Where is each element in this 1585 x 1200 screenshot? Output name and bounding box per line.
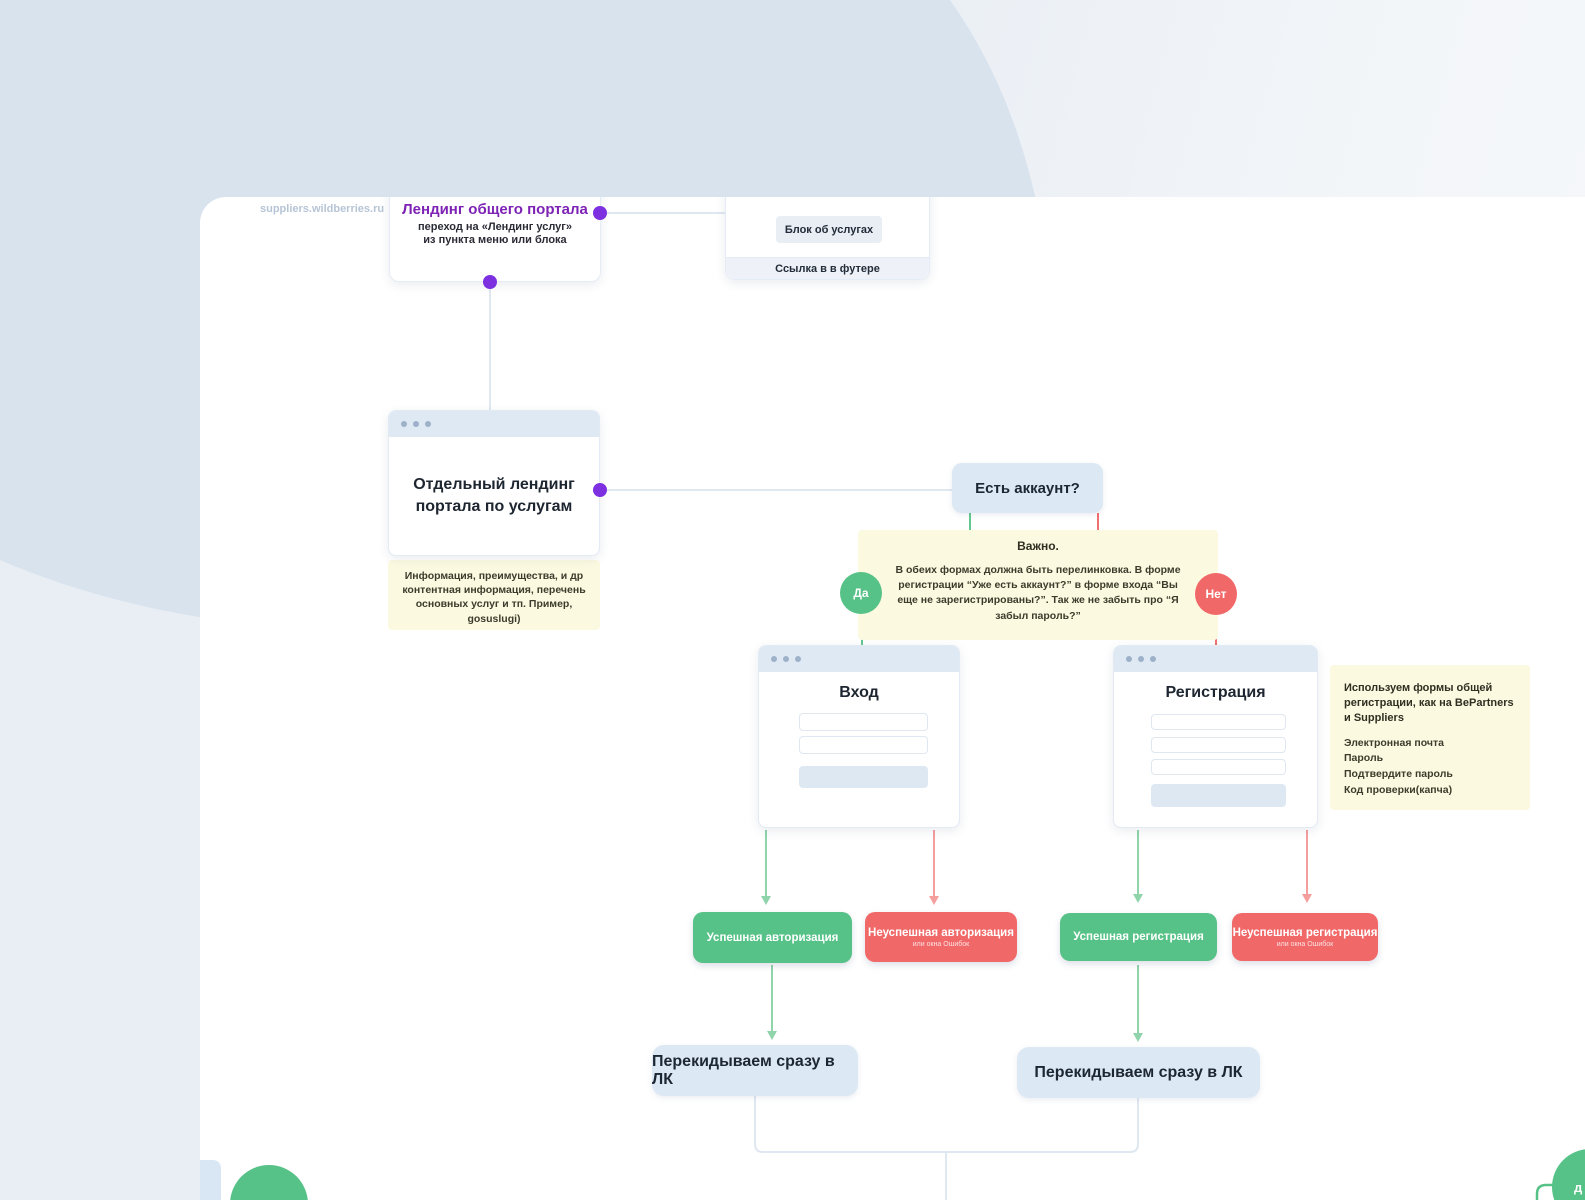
window-dot-icon [1126, 656, 1132, 662]
services-block-label: Блок об услугах [784, 223, 874, 236]
merge-connector [754, 1096, 1139, 1153]
window-header [759, 646, 959, 672]
canvas-board[interactable]: suppliers.wildberries.ru Лендинг общего … [200, 197, 1585, 1200]
arrow-register-fail-head [1302, 894, 1312, 903]
window-dot-icon [401, 421, 407, 427]
connection-dot-icon[interactable] [483, 275, 497, 289]
login-button-shape [799, 766, 928, 788]
auth-fail-label: Неуспешная авторизация [868, 926, 1014, 939]
note-forms-field: Пароль [1344, 752, 1384, 765]
reg-success-label: Успешная регистрация [1073, 931, 1204, 943]
yes-label: Да [853, 586, 869, 600]
services-landing-title-2: портала по услугам [415, 498, 573, 515]
node-login-window[interactable]: Вход [758, 645, 960, 828]
landing-main-title: Лендинг общего портала [402, 201, 588, 218]
window-dot-icon [1150, 656, 1156, 662]
login-window-title: Вход [839, 684, 879, 701]
register-window-title: Регистрация [1165, 684, 1266, 701]
services-landing-title-1: Отдельный лендинг [413, 476, 575, 494]
window-header [389, 411, 599, 437]
note-forms-heading: Используем формы общей регистрации, как … [1344, 682, 1514, 724]
connection-dot-icon[interactable] [593, 206, 607, 220]
arrow-regsuccess-to-lk-head [1133, 1033, 1143, 1042]
note-important-heading: Важно. [1017, 539, 1059, 553]
node-landing-main[interactable]: Лендинг общего портала переход на «Ленди… [389, 197, 601, 282]
branch-yes-badge[interactable]: Да [840, 572, 882, 614]
note-forms[interactable]: Используем формы общей регистрации, как … [1330, 665, 1530, 810]
note-important[interactable]: Важно. В обеих формах должна быть перели… [858, 530, 1218, 640]
arrow-login-success-head [761, 896, 771, 905]
auth-success-label: Успешная авторизация [706, 931, 839, 944]
arrow-register-success-head [1133, 894, 1143, 903]
auth-fail-sublabel: или окна Ошибок [912, 940, 970, 948]
note-important-body: В обеих формах должна быть перелинковка.… [895, 564, 1181, 622]
landing-main-subtitle-1: переход на «Лендинг услуг» [418, 221, 572, 233]
node-reg-fail[interactable]: Неуспешная регистрация или окна Ошибок [1232, 913, 1378, 961]
window-dot-icon [413, 421, 419, 427]
node-account-question[interactable]: Есть аккаунт? [952, 463, 1103, 513]
landing-main-subtitle-2: из пункта меню или блока [423, 234, 567, 246]
note-forms-field: Электронная почта [1344, 736, 1444, 749]
window-dot-icon [1138, 656, 1144, 662]
node-to-lk-left[interactable]: Перекидываем сразу в ЛК [652, 1045, 858, 1096]
partial-blue-box[interactable] [200, 1160, 221, 1200]
note-forms-field: Код проверки(капча) [1344, 783, 1453, 796]
register-field-shape [1151, 737, 1286, 753]
node-reg-success[interactable]: Успешная регистрация [1060, 913, 1217, 961]
node-register-window[interactable]: Регистрация [1113, 645, 1318, 828]
note-landing[interactable]: Информация, преимущества, и др контентна… [388, 560, 600, 630]
window-dot-icon [783, 656, 789, 662]
login-field-shape [799, 713, 928, 731]
register-button-shape [1151, 784, 1286, 807]
note-landing-text: Информация, преимущества, и др контентна… [402, 570, 586, 625]
reg-fail-sublabel: или окна Ошибок [1276, 940, 1334, 948]
services-footer-label: Ссылка в в футере [775, 262, 880, 275]
node-services-card[interactable]: Блок об услугах Ссылка в в футере [725, 197, 930, 280]
node-services-landing-window[interactable]: Отдельный лендинг портала по услугам [388, 410, 600, 556]
window-dot-icon [795, 656, 801, 662]
reg-fail-label: Неуспешная регистрация [1232, 926, 1378, 939]
partial-green-circle-label: д [1574, 1179, 1583, 1195]
services-footer-strip[interactable]: Ссылка в в футере [726, 257, 929, 279]
connection-dot-icon[interactable] [593, 483, 607, 497]
node-auth-fail[interactable]: Неуспешная авторизация или окна Ошибок [865, 912, 1017, 962]
site-url-label: suppliers.wildberries.ru [260, 203, 385, 215]
login-field-shape [799, 736, 928, 754]
note-forms-field: Подтвердите пароль [1344, 768, 1453, 781]
window-dot-icon [425, 421, 431, 427]
window-dot-icon [771, 656, 777, 662]
register-field-shape [1151, 759, 1286, 775]
window-header [1114, 646, 1317, 672]
to-lk-right-label: Перекидываем сразу в ЛК [1034, 1063, 1243, 1081]
account-question-label: Есть аккаунт? [975, 479, 1080, 497]
services-block-chip[interactable]: Блок об услугах [776, 216, 882, 243]
arrow-authsuccess-to-lk-head [767, 1031, 777, 1040]
arrow-login-fail-head [929, 896, 939, 905]
bottom-right-elbow-line [1535, 1183, 1557, 1200]
branch-no-badge[interactable]: Нет [1195, 573, 1237, 615]
register-field-shape [1151, 714, 1286, 730]
node-to-lk-right[interactable]: Перекидываем сразу в ЛК [1017, 1047, 1260, 1098]
node-auth-success[interactable]: Успешная авторизация [693, 912, 852, 963]
no-label: Нет [1205, 587, 1227, 601]
to-lk-left-label: Перекидываем сразу в ЛК [652, 1052, 835, 1088]
